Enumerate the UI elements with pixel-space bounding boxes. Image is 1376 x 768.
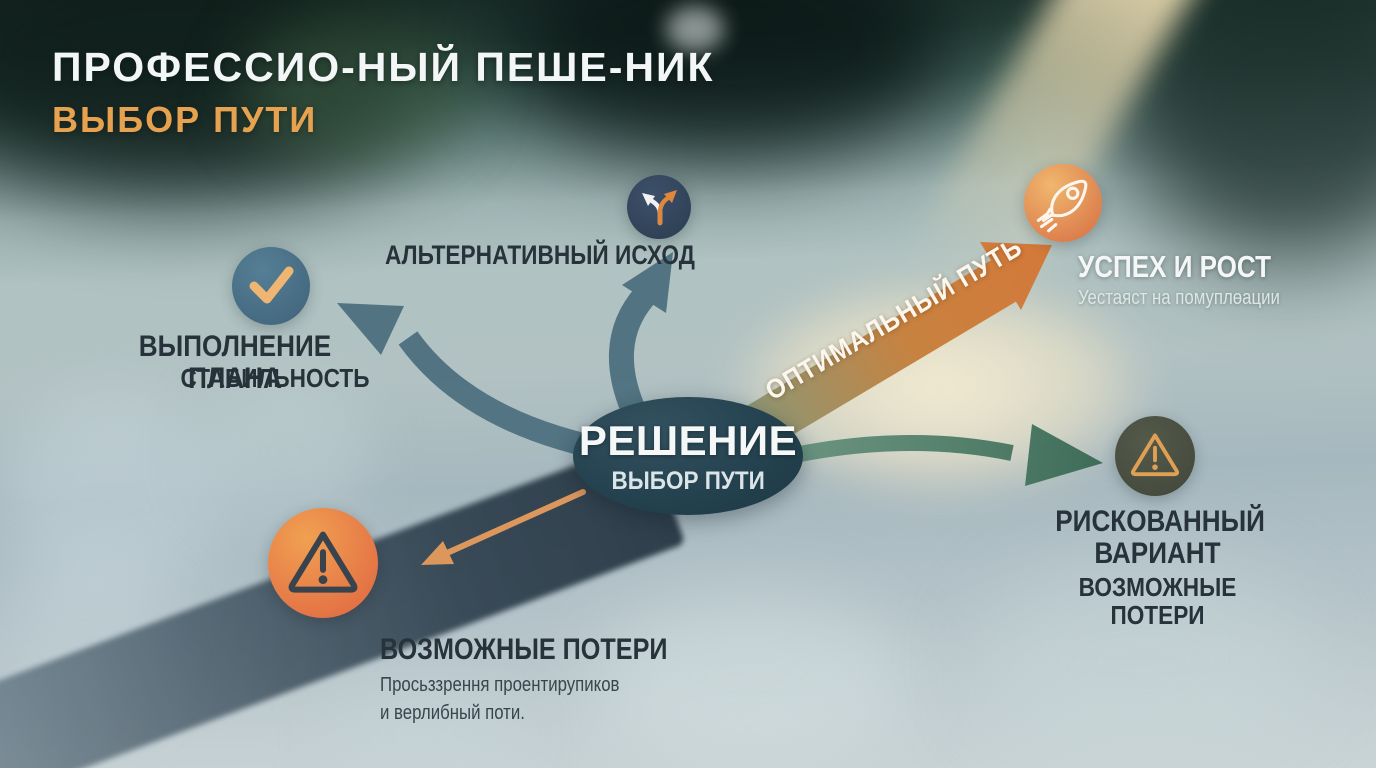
- alternative-node-circle: [627, 175, 691, 239]
- alternative-title: АЛЬТЕРНАТИВНЫЙ ИСХОД: [385, 240, 695, 270]
- decision-node: РЕШЕНИЕ ВЫБОР ПУТИ: [573, 397, 803, 515]
- warning-icon: [1124, 423, 1186, 490]
- bokeh-blob: [5, 555, 165, 715]
- loss-node-circle: [268, 508, 378, 618]
- optimal-path-label: ОПТИМАЛЬНЫЙ ПУТЬ: [760, 231, 1028, 406]
- decision-subtitle: ВЫБОР ПУТИ: [611, 466, 765, 495]
- success-title: УСПЕХ И РОСТ: [1078, 249, 1271, 284]
- header: ПРОФЕССИО-НЫЙ ПЕШЕ-НИК ВЫБОР ПУТИ: [52, 44, 714, 141]
- arrow-to-risk: [793, 424, 1103, 486]
- arrow-to-loss: [421, 489, 586, 565]
- success-subtitle: Уестаяст на помуплөации: [1078, 287, 1280, 309]
- loss-subtitle: Просьззрення проентирупиков и верлибный …: [380, 671, 619, 727]
- risk-title-line2: ВАРИАНТ: [1094, 537, 1221, 571]
- success-node-circle: [1024, 164, 1102, 242]
- warning-icon: [279, 517, 367, 610]
- bokeh-blob: [0, 390, 230, 600]
- risk-title: РИСКОВАННЫЙ ВАРИАНТ: [1055, 505, 1265, 571]
- risk-node-circle: [1115, 416, 1195, 496]
- decision-title: РЕШЕНИЕ: [578, 416, 798, 464]
- bokeh-blob: [200, 375, 370, 530]
- page-subtitle: ВЫБОР ПУТИ: [52, 99, 318, 140]
- rocket-icon: [1024, 162, 1102, 245]
- check-icon: [232, 245, 310, 328]
- page-title: ПРОФЕССИО-НЫЙ ПЕШЕ-НИК: [52, 44, 715, 90]
- plan-title: ВЫПОЛНЕНИЕ ПЛАНА: [138, 330, 332, 396]
- loss-subtitle-line1: Просьззрення проентирупиков: [380, 674, 620, 696]
- risk-subtitle: ВОЗМОЖНЫЕ ПОТЕРИ: [1078, 572, 1237, 631]
- fork-icon: [627, 173, 691, 242]
- plan-node-circle: [232, 247, 310, 325]
- loss-title: ВОЗМОЖНЫЕ ПОТЕРИ: [380, 633, 668, 666]
- loss-subtitle-line2: и верлибный поти.: [380, 702, 525, 724]
- risk-title-line1: РИСКОВАННЫЙ: [1055, 505, 1265, 538]
- plan-subtitle: СТАБИЛЬНОСТЬ: [180, 363, 370, 393]
- bokeh-blob: [590, 595, 910, 765]
- bokeh-blob: [1120, 0, 1376, 260]
